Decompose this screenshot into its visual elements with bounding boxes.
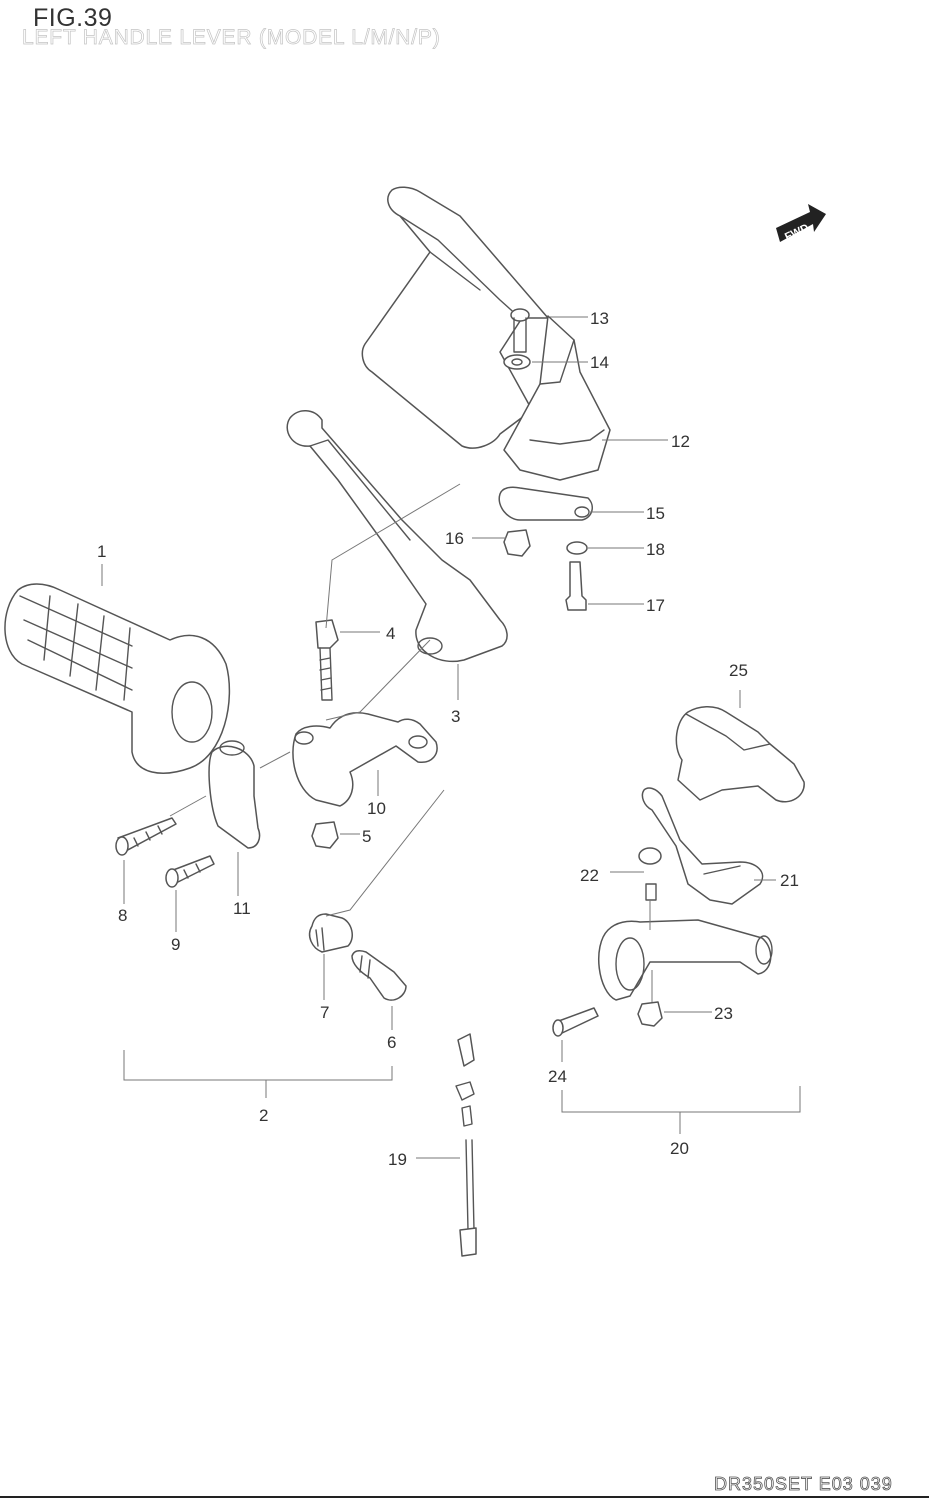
leader-lines bbox=[101, 316, 801, 1159]
label-22: 22 bbox=[580, 866, 599, 885]
label-2: 2 bbox=[259, 1106, 268, 1125]
lever-holder-20 bbox=[597, 919, 773, 1001]
nut-23 bbox=[637, 1001, 663, 1027]
label-15: 15 bbox=[646, 504, 665, 523]
label-19: 19 bbox=[388, 1150, 407, 1169]
clamp-11 bbox=[208, 740, 261, 849]
lever-holder bbox=[292, 712, 438, 807]
label-17: 17 bbox=[646, 596, 665, 615]
pin-22 bbox=[638, 847, 662, 901]
bracket-15 bbox=[498, 486, 593, 521]
label-11: 11 bbox=[233, 899, 251, 918]
label-14: 14 bbox=[590, 353, 609, 372]
label-9: 9 bbox=[171, 935, 180, 954]
label-7: 7 bbox=[320, 1003, 329, 1022]
nut-5 bbox=[311, 821, 339, 849]
bolt-17 bbox=[565, 561, 587, 611]
label-20: 20 bbox=[670, 1139, 689, 1158]
label-18: 18 bbox=[646, 540, 665, 559]
switch-cover-25 bbox=[675, 706, 805, 803]
label-4: 4 bbox=[386, 624, 395, 643]
label-10: 10 bbox=[367, 799, 386, 818]
nut-16 bbox=[503, 529, 531, 557]
bolt-13 bbox=[510, 308, 530, 353]
label-8: 8 bbox=[118, 906, 127, 925]
bottom-border bbox=[0, 1496, 929, 1498]
label-16: 16 bbox=[445, 529, 464, 548]
label-6: 6 bbox=[387, 1033, 396, 1052]
nut-18 bbox=[566, 541, 588, 555]
lever-21 bbox=[641, 787, 764, 905]
bolt-4 bbox=[315, 619, 339, 701]
label-13: 13 bbox=[590, 309, 609, 328]
hand-guard bbox=[361, 186, 611, 481]
figure-title: FIG.39 bbox=[33, 4, 113, 32]
label-25: 25 bbox=[729, 661, 748, 680]
washer-14 bbox=[503, 354, 531, 370]
figure-subtitle: LEFT HANDLE LEVER (MODEL L/M/N/P) bbox=[22, 26, 441, 50]
label-5: 5 bbox=[362, 827, 371, 846]
screw-9 bbox=[165, 855, 215, 888]
adjuster-nut-7 bbox=[308, 913, 354, 953]
label-3: 3 bbox=[451, 707, 460, 726]
clutch-lever bbox=[286, 410, 508, 663]
label-1: 1 bbox=[97, 542, 106, 561]
clutch-cable-19 bbox=[455, 1033, 477, 1257]
screw-8 bbox=[115, 817, 177, 856]
diagram-code: DR350SET E03 039 bbox=[714, 1474, 893, 1495]
adjuster-bolt-6 bbox=[351, 950, 407, 1001]
label-24: 24 bbox=[548, 1067, 567, 1086]
fwd-arrow-icon: FWD bbox=[776, 204, 826, 243]
handle-grip bbox=[4, 583, 231, 774]
label-23: 23 bbox=[714, 1004, 733, 1023]
label-12: 12 bbox=[671, 432, 690, 451]
part-labels: 1 2 3 4 5 6 7 8 9 10 11 12 13 14 15 16 1… bbox=[97, 309, 799, 1169]
label-21: 21 bbox=[780, 871, 799, 890]
screw-24 bbox=[552, 1007, 599, 1037]
